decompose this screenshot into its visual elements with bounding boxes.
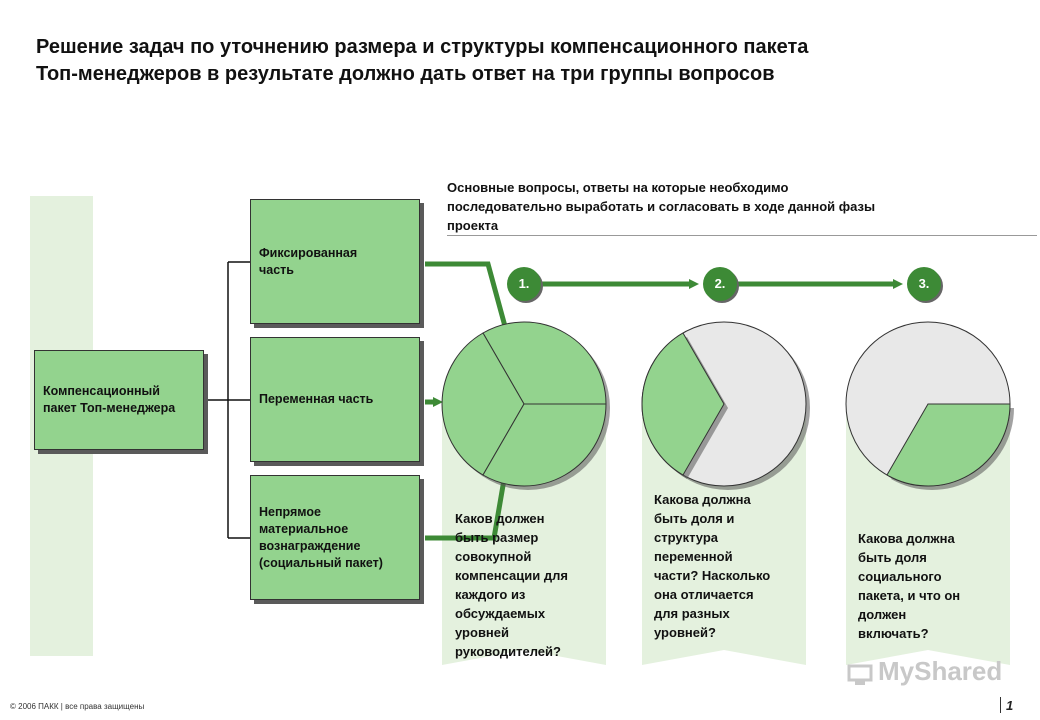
watermark-logo-icon [847, 664, 873, 685]
step-badge-2: 2. [703, 267, 737, 301]
question-2-line: Какова должна [654, 492, 751, 507]
question-2-line: части? Насколько [654, 568, 771, 583]
question-2-line: уровней? [654, 625, 716, 640]
page-title: Решение задач по уточнению размера и стр… [36, 34, 996, 88]
pie-1-sector-bottom [482, 403, 607, 487]
question-1-line: совокупной [455, 549, 532, 564]
bracket-connector [204, 261, 250, 539]
question-3-line: включать? [858, 626, 929, 641]
questions-header-line-3: проекта [447, 218, 499, 233]
question-1-line: каждого из [455, 587, 526, 602]
compensation-package-line-2: пакет Топ-менеджера [43, 401, 176, 415]
social-package-line-1: Непрямое [259, 504, 321, 519]
question-2-line: структура [654, 530, 719, 545]
question-2-line: она отличается [654, 587, 754, 602]
question-1-line: Каков должен [455, 511, 545, 526]
question-2-text: Какова должна быть доля и структура пере… [654, 490, 770, 642]
question-1-line: уровней [455, 625, 510, 640]
step-badge-1: 1. [507, 267, 541, 301]
compensation-package-line-1: Компенсационный [43, 384, 160, 398]
question-1-line: быть размер [455, 530, 539, 545]
component-arrows [425, 261, 511, 541]
questions-header: Основные вопросы, ответы на которые необ… [447, 178, 1007, 235]
question-3-text: Какова должна быть доля социального паке… [858, 529, 960, 643]
question-3-line: социального [858, 569, 942, 584]
pie-chart-1-body [441, 321, 607, 487]
question-3-line: должен [858, 607, 907, 622]
pie-1-sector-top [482, 321, 607, 405]
question-1-line: руководителей? [455, 644, 561, 659]
question-2-line: быть доля и [654, 511, 735, 526]
page-number: 1 [1006, 698, 1014, 713]
question-2-line: для разных [654, 606, 730, 621]
question-1-line: обсуждаемых [455, 606, 546, 621]
fixed-part-arrow [425, 261, 510, 335]
title-line-2: Топ-менеджеров в результате должно дать … [36, 63, 775, 85]
question-3-line: Какова должна [858, 531, 955, 546]
pie-chart-2 [641, 321, 810, 490]
question-3-line: пакета, и что он [858, 588, 961, 603]
question-1-text: Каков должен быть размер совокупной комп… [455, 509, 568, 661]
step-badge-3: 3. [907, 267, 941, 301]
title-line-1: Решение задач по уточнению размера и стр… [36, 36, 809, 58]
social-package-arrow [425, 463, 511, 541]
questions-header-rule [447, 235, 1037, 236]
social-package-line-2: материальное [259, 521, 349, 536]
variable-part-box: Переменная часть [250, 337, 420, 462]
question-1-line: компенсации для [455, 568, 568, 583]
question-3-line: быть доля [858, 550, 927, 565]
pie-1-sector-left [441, 332, 525, 476]
variable-part-line-1: Переменная часть [259, 392, 374, 406]
social-package-line-4: (социальный пакет) [259, 555, 383, 570]
fixed-part-line-2: часть [259, 262, 294, 277]
pie-chart-3 [845, 321, 1014, 490]
pie-2-sector-variable-fill [641, 332, 725, 476]
compensation-package-box: Компенсационный пакет Топ-менеджера [34, 350, 204, 450]
questions-header-line-2: последовательно выработать и согласовать… [447, 199, 876, 214]
social-package-box: Непрямое материальное вознаграждение (со… [250, 475, 420, 600]
copyright-footer: © 2006 ПАКК | все права защищены [10, 702, 145, 711]
question-2-line: переменной [654, 549, 733, 564]
page-number-divider [1000, 697, 1001, 713]
watermark-text: MyShared [878, 656, 1003, 686]
pie-3-sector-social [886, 403, 1011, 487]
fixed-part-box: Фиксированная часть [250, 199, 420, 324]
fixed-part-line-1: Фиксированная [259, 245, 358, 260]
questions-header-line-1: Основные вопросы, ответы на которые необ… [447, 180, 789, 195]
social-package-line-3: вознаграждение [259, 538, 361, 553]
